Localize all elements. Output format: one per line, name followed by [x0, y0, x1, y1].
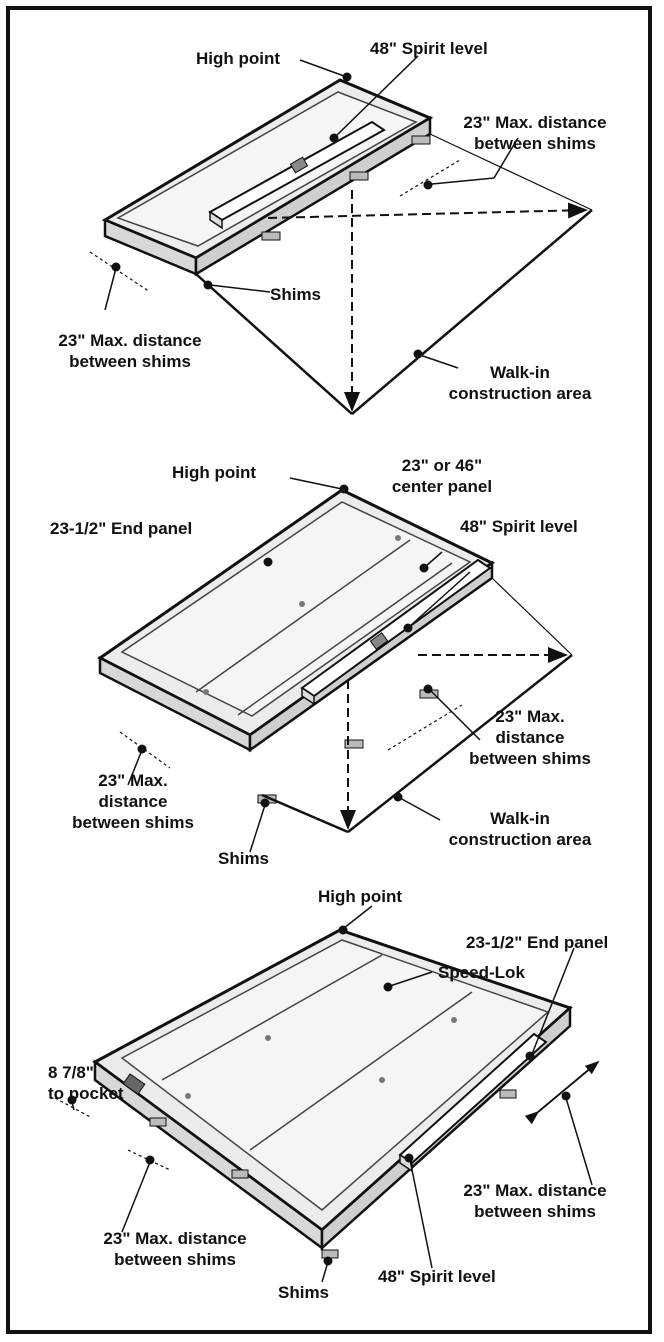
d3-end-panel-label: 23-1/2" End panel	[466, 933, 609, 952]
d1-shims-label: Shims	[270, 285, 322, 304]
d3-spirit-level-label: 48" Spirit level	[378, 1267, 496, 1286]
d1-spirit-level-label: 48" Spirit level	[370, 39, 488, 58]
d3-pocket-label: 8 7/8"to pocket	[48, 1063, 124, 1103]
d2-center-panel-label: 23" or 46"center panel	[391, 456, 493, 496]
d2-end-panel-label: 23-1/2" End panel	[50, 519, 193, 538]
diagram-2-floor-panel	[97, 477, 573, 853]
diagram-3-floor-panel	[54, 905, 600, 1283]
d2-high-point-label: High point	[172, 463, 257, 482]
d2-shims-label: Shims	[218, 849, 270, 868]
d2-spirit-level-label: 48" Spirit level	[460, 517, 578, 536]
diagram-1-floor-panel	[89, 55, 593, 415]
d3-shims-label: Shims	[278, 1283, 330, 1302]
d3-high-point-label: High point	[318, 887, 403, 906]
d1-high-point-label: High point	[196, 49, 281, 68]
d3-speed-lok-label: Speed-Lok	[438, 963, 525, 982]
